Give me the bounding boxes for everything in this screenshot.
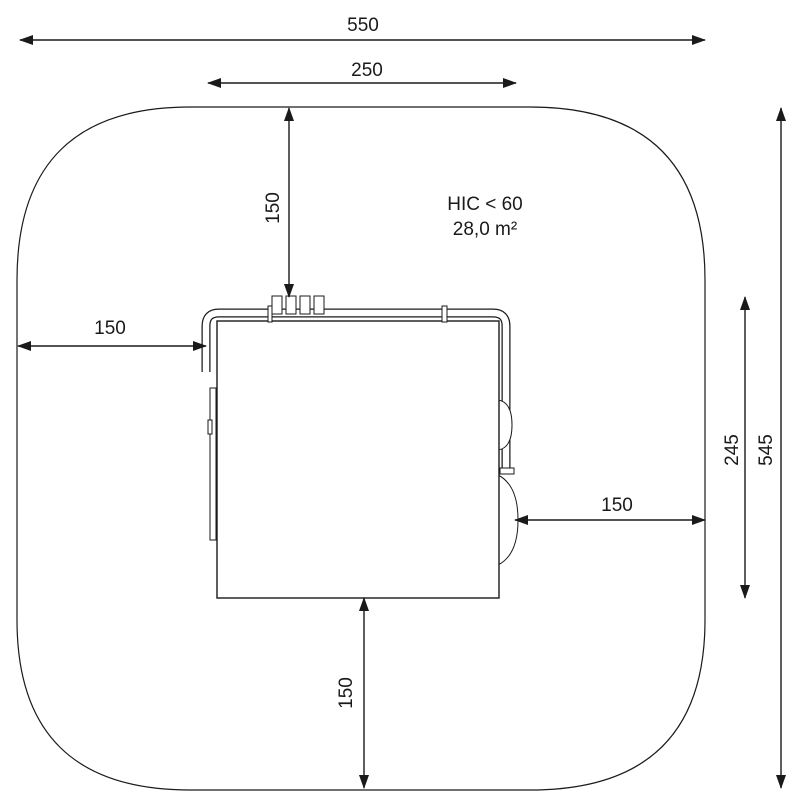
- top-post-1: [271, 295, 283, 315]
- handrail-top-inner: [202, 309, 510, 472]
- top-post-4: [313, 295, 325, 315]
- area-label: 28,0 m²: [453, 219, 517, 240]
- dim-bottom-clearance-label: 150: [336, 677, 357, 709]
- side-knob-left: [207, 419, 213, 435]
- dim-overall-depth-label: 545: [756, 434, 777, 466]
- side-rail-left: [209, 387, 217, 541]
- play-equipment: [201, 295, 519, 599]
- top-post-2: [285, 295, 297, 315]
- dim-left-clearance-label: 150: [94, 318, 126, 339]
- side-panel-right-upper: [497, 399, 513, 451]
- dim-equipment-depth-label: 245: [722, 434, 743, 466]
- equipment-platform: [216, 320, 500, 599]
- dim-equipment-width-label: 250: [351, 60, 383, 81]
- top-post-3: [299, 295, 311, 315]
- dim-top-clearance-label: 150: [263, 192, 284, 224]
- side-peg-right: [499, 467, 515, 475]
- dim-overall-width-label: 550: [347, 15, 379, 36]
- top-post-left: [267, 305, 273, 323]
- dim-right-clearance-label: 150: [601, 495, 633, 516]
- top-post-right: [441, 305, 448, 323]
- safety-zone-outline: [16, 106, 706, 791]
- hic-label: HIC < 60: [447, 194, 523, 215]
